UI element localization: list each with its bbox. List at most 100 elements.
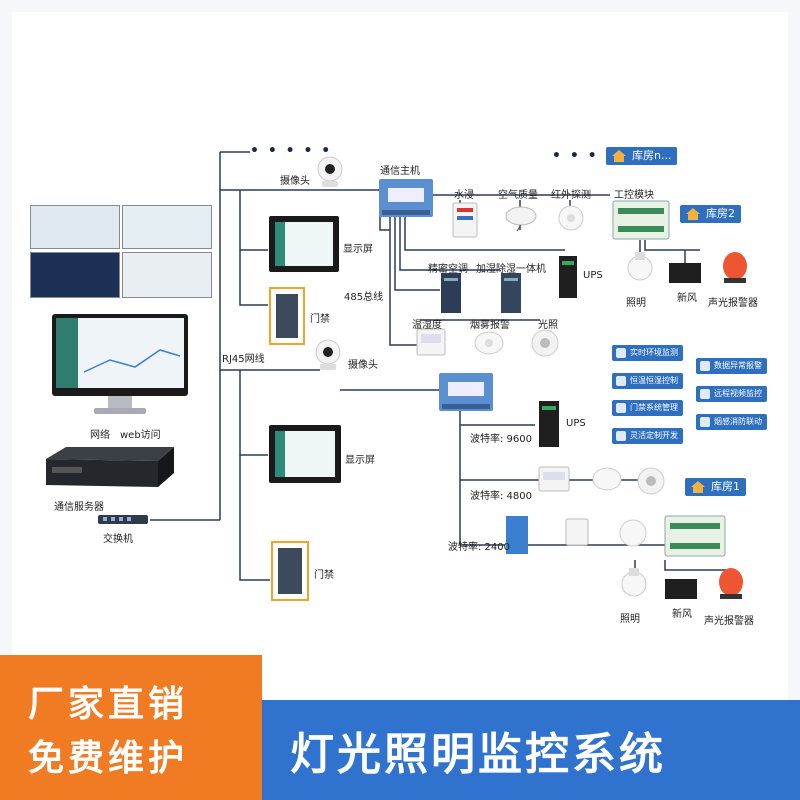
room-badge-1: 库房1 <box>685 478 746 496</box>
display-screen-icon-top <box>268 215 340 273</box>
comm-host-icon-top <box>378 178 434 218</box>
light-sensor-icon-bottom <box>636 466 666 496</box>
ups-top-label: UPS <box>583 270 603 281</box>
fan-bottom-label: 新风 <box>672 605 692 620</box>
code-icon <box>616 431 626 441</box>
smoke-label: 烟雾报警 <box>470 316 510 331</box>
comm-host-label: 通信主机 <box>380 162 420 177</box>
warehouse-icon <box>690 480 706 494</box>
sensor-probe-icon <box>565 518 589 546</box>
monitor-icon <box>616 348 626 358</box>
display-top-label: 显示屏 <box>343 240 373 255</box>
computer-icon <box>50 312 190 420</box>
air-quality-label: 空气质量 <box>498 186 538 201</box>
fan-top-label: 新风 <box>677 289 697 304</box>
alarm-top-label: 声光报警器 <box>708 294 758 309</box>
room-badge-n: 库房n... <box>606 147 677 165</box>
comm-host-icon-bottom <box>438 372 494 412</box>
temp-humidity-sensor-icon-bottom <box>538 466 570 492</box>
feature-label: 门禁系统管理 <box>630 403 678 412</box>
air-quality-sensor-icon <box>504 204 538 232</box>
alarm-siren-icon-bottom <box>716 566 746 600</box>
promo-line-1: 厂家直销 <box>28 675 188 727</box>
ups-icon-bottom <box>538 400 560 448</box>
lighting-top-label: 照明 <box>626 294 646 309</box>
temp-humidity-sensor-icon <box>416 328 446 356</box>
warehouse-icon <box>685 207 701 221</box>
web-access-label: web访问 <box>120 426 161 441</box>
io-module-icon-top <box>612 200 670 240</box>
system-title: 灯光照明监控系统 <box>290 718 666 782</box>
light-bulb-icon-top <box>626 250 654 290</box>
feature-label: 远程视频监控 <box>714 389 762 398</box>
light-sensor-icon <box>530 328 560 358</box>
precision-ac-label: 精密空调 <box>428 260 468 275</box>
feature-realtime: 实时环境监测 <box>612 345 683 361</box>
water-leak-sensor-icon <box>452 202 478 238</box>
room-badge-2: 库房2 <box>680 205 741 223</box>
switch-icon <box>98 512 148 526</box>
room-label: 库房1 <box>711 480 740 493</box>
humidifier-icon <box>500 272 522 314</box>
humidifier-label: 加湿除湿一体机 <box>476 260 546 275</box>
alarm-siren-icon-top <box>720 250 750 284</box>
camera-bottom-label: 摄像头 <box>348 356 378 371</box>
access-bottom-label: 门禁 <box>314 566 334 581</box>
monitor-screen-1 <box>30 205 120 249</box>
baud-9600-label: 波特率: 9600 <box>470 430 532 445</box>
baud-4800-label: 波特率: 4800 <box>470 487 532 502</box>
infrared-sensor-icon <box>557 204 585 232</box>
feature-data-alarm: 数据异常报警 <box>696 358 767 374</box>
baud-2400-label: 波特率: 2400 <box>448 538 510 553</box>
comm-server-label: 通信服务器 <box>54 498 104 513</box>
camera-icon-bottom <box>312 338 344 372</box>
ceiling-sensor-icon <box>618 518 648 548</box>
io-module-label: 工控模块 <box>614 186 654 201</box>
video-icon <box>700 389 710 399</box>
ups-icon-top <box>558 255 578 299</box>
smoke-detector-icon <box>474 330 504 356</box>
bus-485-label: 485总线 <box>344 288 383 303</box>
room-label: 库房2 <box>706 207 735 220</box>
promo-line-2: 免费维护 <box>28 729 188 781</box>
display-bottom-label: 显示屏 <box>345 451 375 466</box>
feature-label: 灵活定制开发 <box>630 431 678 440</box>
light-bulb-icon-bottom <box>620 566 648 606</box>
feature-label: 烟感消防联动 <box>714 417 762 426</box>
display-screen-icon-bottom <box>268 424 342 484</box>
monitor-screen-2 <box>122 205 212 249</box>
feature-remote-video: 远程视频监控 <box>696 386 767 402</box>
feature-custom: 灵活定制开发 <box>612 428 683 444</box>
camera-icon-top <box>314 155 346 189</box>
feature-access: 门禁系统管理 <box>612 400 683 416</box>
bell-icon <box>700 361 710 371</box>
access-door-icon-top <box>268 286 306 346</box>
ups-bottom-label: UPS <box>566 418 586 429</box>
water-leak-label: 水浸 <box>454 186 474 201</box>
promo-banner-right: 灯光照明监控系统 <box>262 700 800 800</box>
camera-top-label: 摄像头 <box>280 172 310 187</box>
infrared-label: 红外探测 <box>551 186 591 201</box>
feature-temp-ctrl: 恒温恒湿控制 <box>612 373 683 389</box>
monitor-screen-3 <box>30 252 120 298</box>
light-sensor-label: 光照 <box>538 316 558 331</box>
network-label: 网络 <box>90 426 110 441</box>
fire-icon <box>700 417 710 427</box>
alarm-bottom-label: 声光报警器 <box>704 612 754 627</box>
rj45-label: RJ45网线 <box>222 350 265 365</box>
lighting-bottom-label: 照明 <box>620 610 640 625</box>
switch-label: 交换机 <box>103 530 133 545</box>
promo-banner-left: 厂家直销 免费维护 <box>0 655 262 800</box>
fresh-air-fan-icon-top <box>668 262 702 284</box>
room-label: 库房n... <box>632 149 671 162</box>
access-door-icon-bottom <box>270 540 310 602</box>
feature-label: 数据异常报警 <box>714 361 762 370</box>
fresh-air-fan-icon-bottom <box>664 578 698 600</box>
feature-label: 恒温恒湿控制 <box>630 376 678 385</box>
feature-label: 实时环境监测 <box>630 348 678 357</box>
feature-fire-link: 烟感消防联动 <box>696 414 767 430</box>
access-top-label: 门禁 <box>310 310 330 325</box>
server-icon <box>38 445 178 497</box>
io-module-icon-bottom <box>664 515 726 557</box>
